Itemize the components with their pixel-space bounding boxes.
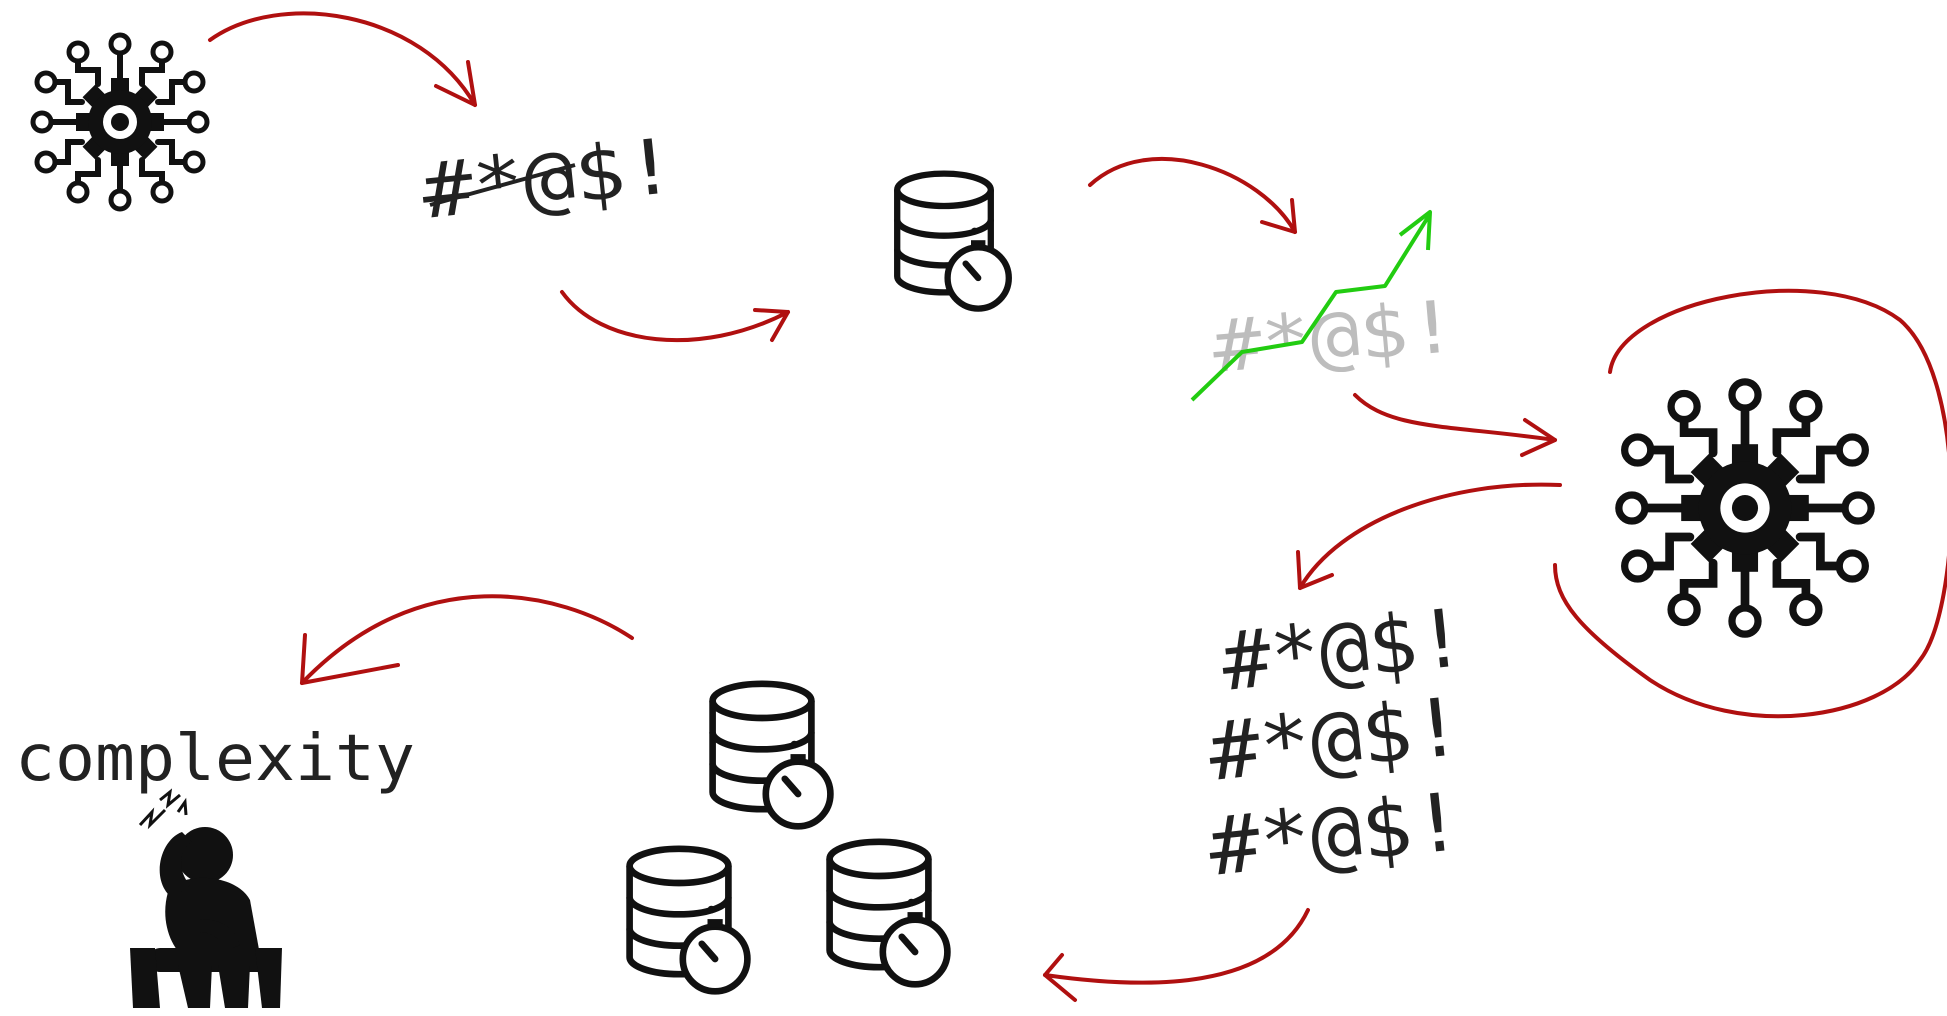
arrow-stack-to-databases [1043, 908, 1310, 1002]
arrow-trend-to-gear [1353, 393, 1557, 457]
stressed-person-icon [130, 827, 282, 1008]
symbols-text: #*@$! [1209, 284, 1460, 389]
symbols-text: #*@$! [418, 121, 681, 236]
symbols-scribble-faded: #*@$! [1209, 284, 1460, 389]
symbols-scribble-stack: #*@$! #*@$! #*@$! [1204, 591, 1470, 894]
circuit-gear-icon [1619, 382, 1871, 634]
database-clock-icon [897, 174, 1009, 309]
complexity-label: complexity [15, 722, 415, 796]
arrow-gear-to-stack [1296, 482, 1562, 590]
database-clock-icon [630, 849, 748, 992]
trend-up-arrow-icon [1190, 210, 1432, 402]
arrow-gear-to-symbols [208, 11, 477, 107]
arrow-databases-to-complexity [300, 594, 634, 685]
strike-line [429, 163, 576, 207]
symbols-scribble-1: #*@$! [418, 121, 681, 236]
database-clock-icon [713, 684, 831, 827]
circuit-gear-icon [33, 35, 207, 209]
arrow-database-to-trend [1088, 157, 1297, 234]
database-clock-icon [830, 842, 948, 985]
stress-lightning-icon [138, 788, 188, 830]
loop-around-gear [1553, 288, 1947, 719]
arrow-symbols-to-database [560, 290, 790, 343]
